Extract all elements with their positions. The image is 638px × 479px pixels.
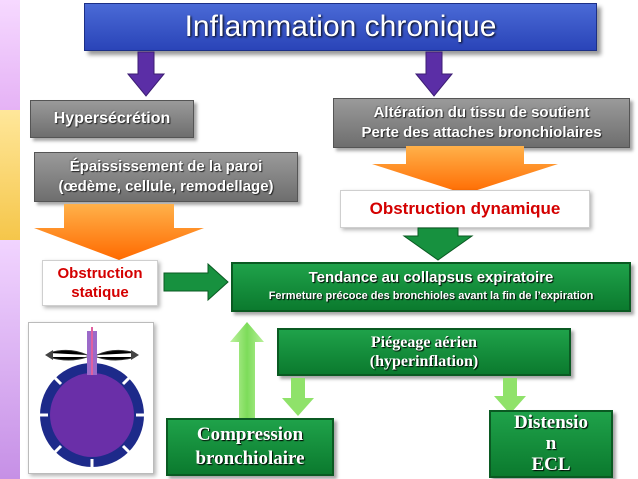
node-epaississement-line2: (œdème, cellule, remodellage) xyxy=(58,178,274,195)
node-hypersecretion: Hypersécrétion xyxy=(30,100,194,138)
node-distension-ecl: Distensio n ECL xyxy=(489,410,613,478)
arrow-alteration-to-obstruction-dynamique xyxy=(372,146,558,194)
arrow-piegeage-to-compression xyxy=(282,378,314,416)
node-epaississement-line1: Épaississement de la paroi xyxy=(69,158,263,175)
bronchiole-illustration-panel xyxy=(28,322,154,474)
slide-decoration-strip xyxy=(0,0,20,479)
node-tendance-subtitle: Fermeture précoce des bronchioles avant … xyxy=(268,290,594,302)
node-piegeage-line1: Piégeage aérien xyxy=(370,334,478,351)
node-epaississement-paroi: Épaississement de la paroi (œdème, cellu… xyxy=(34,152,298,202)
node-piegeage-line2: (hyperinflation) xyxy=(369,353,479,370)
node-distension-line3: ECL xyxy=(531,454,571,475)
node-compression-line1: Compression xyxy=(196,424,304,445)
node-tendance-title: Tendance au collapsus expiratoire xyxy=(308,269,554,286)
node-obstruction-dynamique-label: Obstruction dynamique xyxy=(369,199,561,218)
arrow-title-to-alteration xyxy=(414,51,454,97)
node-obstruction-statique: Obstruction statique xyxy=(42,260,158,306)
bronchiole-illustration-icon xyxy=(40,327,144,467)
node-compression-line2: bronchiolaire xyxy=(195,448,305,469)
node-obstruction-statique-line2: statique xyxy=(71,284,129,301)
arrow-title-to-hypersecretion xyxy=(126,51,166,97)
node-alteration-tissu: Altération du tissu de soutient Perte de… xyxy=(333,98,630,148)
node-compression-bronchiolaire: Compression bronchiolaire xyxy=(166,418,334,476)
arrow-epaississement-to-obstruction-statique xyxy=(34,204,204,260)
node-alteration-line1: Altération du tissu de soutient xyxy=(373,104,590,121)
node-inflammation-chronique-label: Inflammation chronique xyxy=(184,10,497,43)
arrow-compression-to-tendance xyxy=(230,322,264,422)
node-inflammation-chronique: Inflammation chronique xyxy=(84,3,597,51)
arrow-piegeage-to-distension xyxy=(494,378,526,414)
node-distension-line1: Distensio xyxy=(514,412,588,433)
arrow-obstruction-statique-to-tendance xyxy=(163,262,229,302)
node-tendance-collapsus: Tendance au collapsus expiratoire Fermet… xyxy=(231,262,631,312)
node-alteration-line2: Perte des attaches bronchiolaires xyxy=(361,124,602,141)
node-obstruction-statique-line1: Obstruction xyxy=(57,265,143,282)
node-obstruction-dynamique: Obstruction dynamique xyxy=(340,190,590,228)
node-piegeage-aerien: Piégeage aérien (hyperinflation) xyxy=(277,328,571,376)
node-distension-line2: n xyxy=(545,433,557,454)
node-hypersecretion-label: Hypersécrétion xyxy=(53,110,171,127)
arrow-obstruction-dynamique-to-tendance xyxy=(402,227,474,261)
